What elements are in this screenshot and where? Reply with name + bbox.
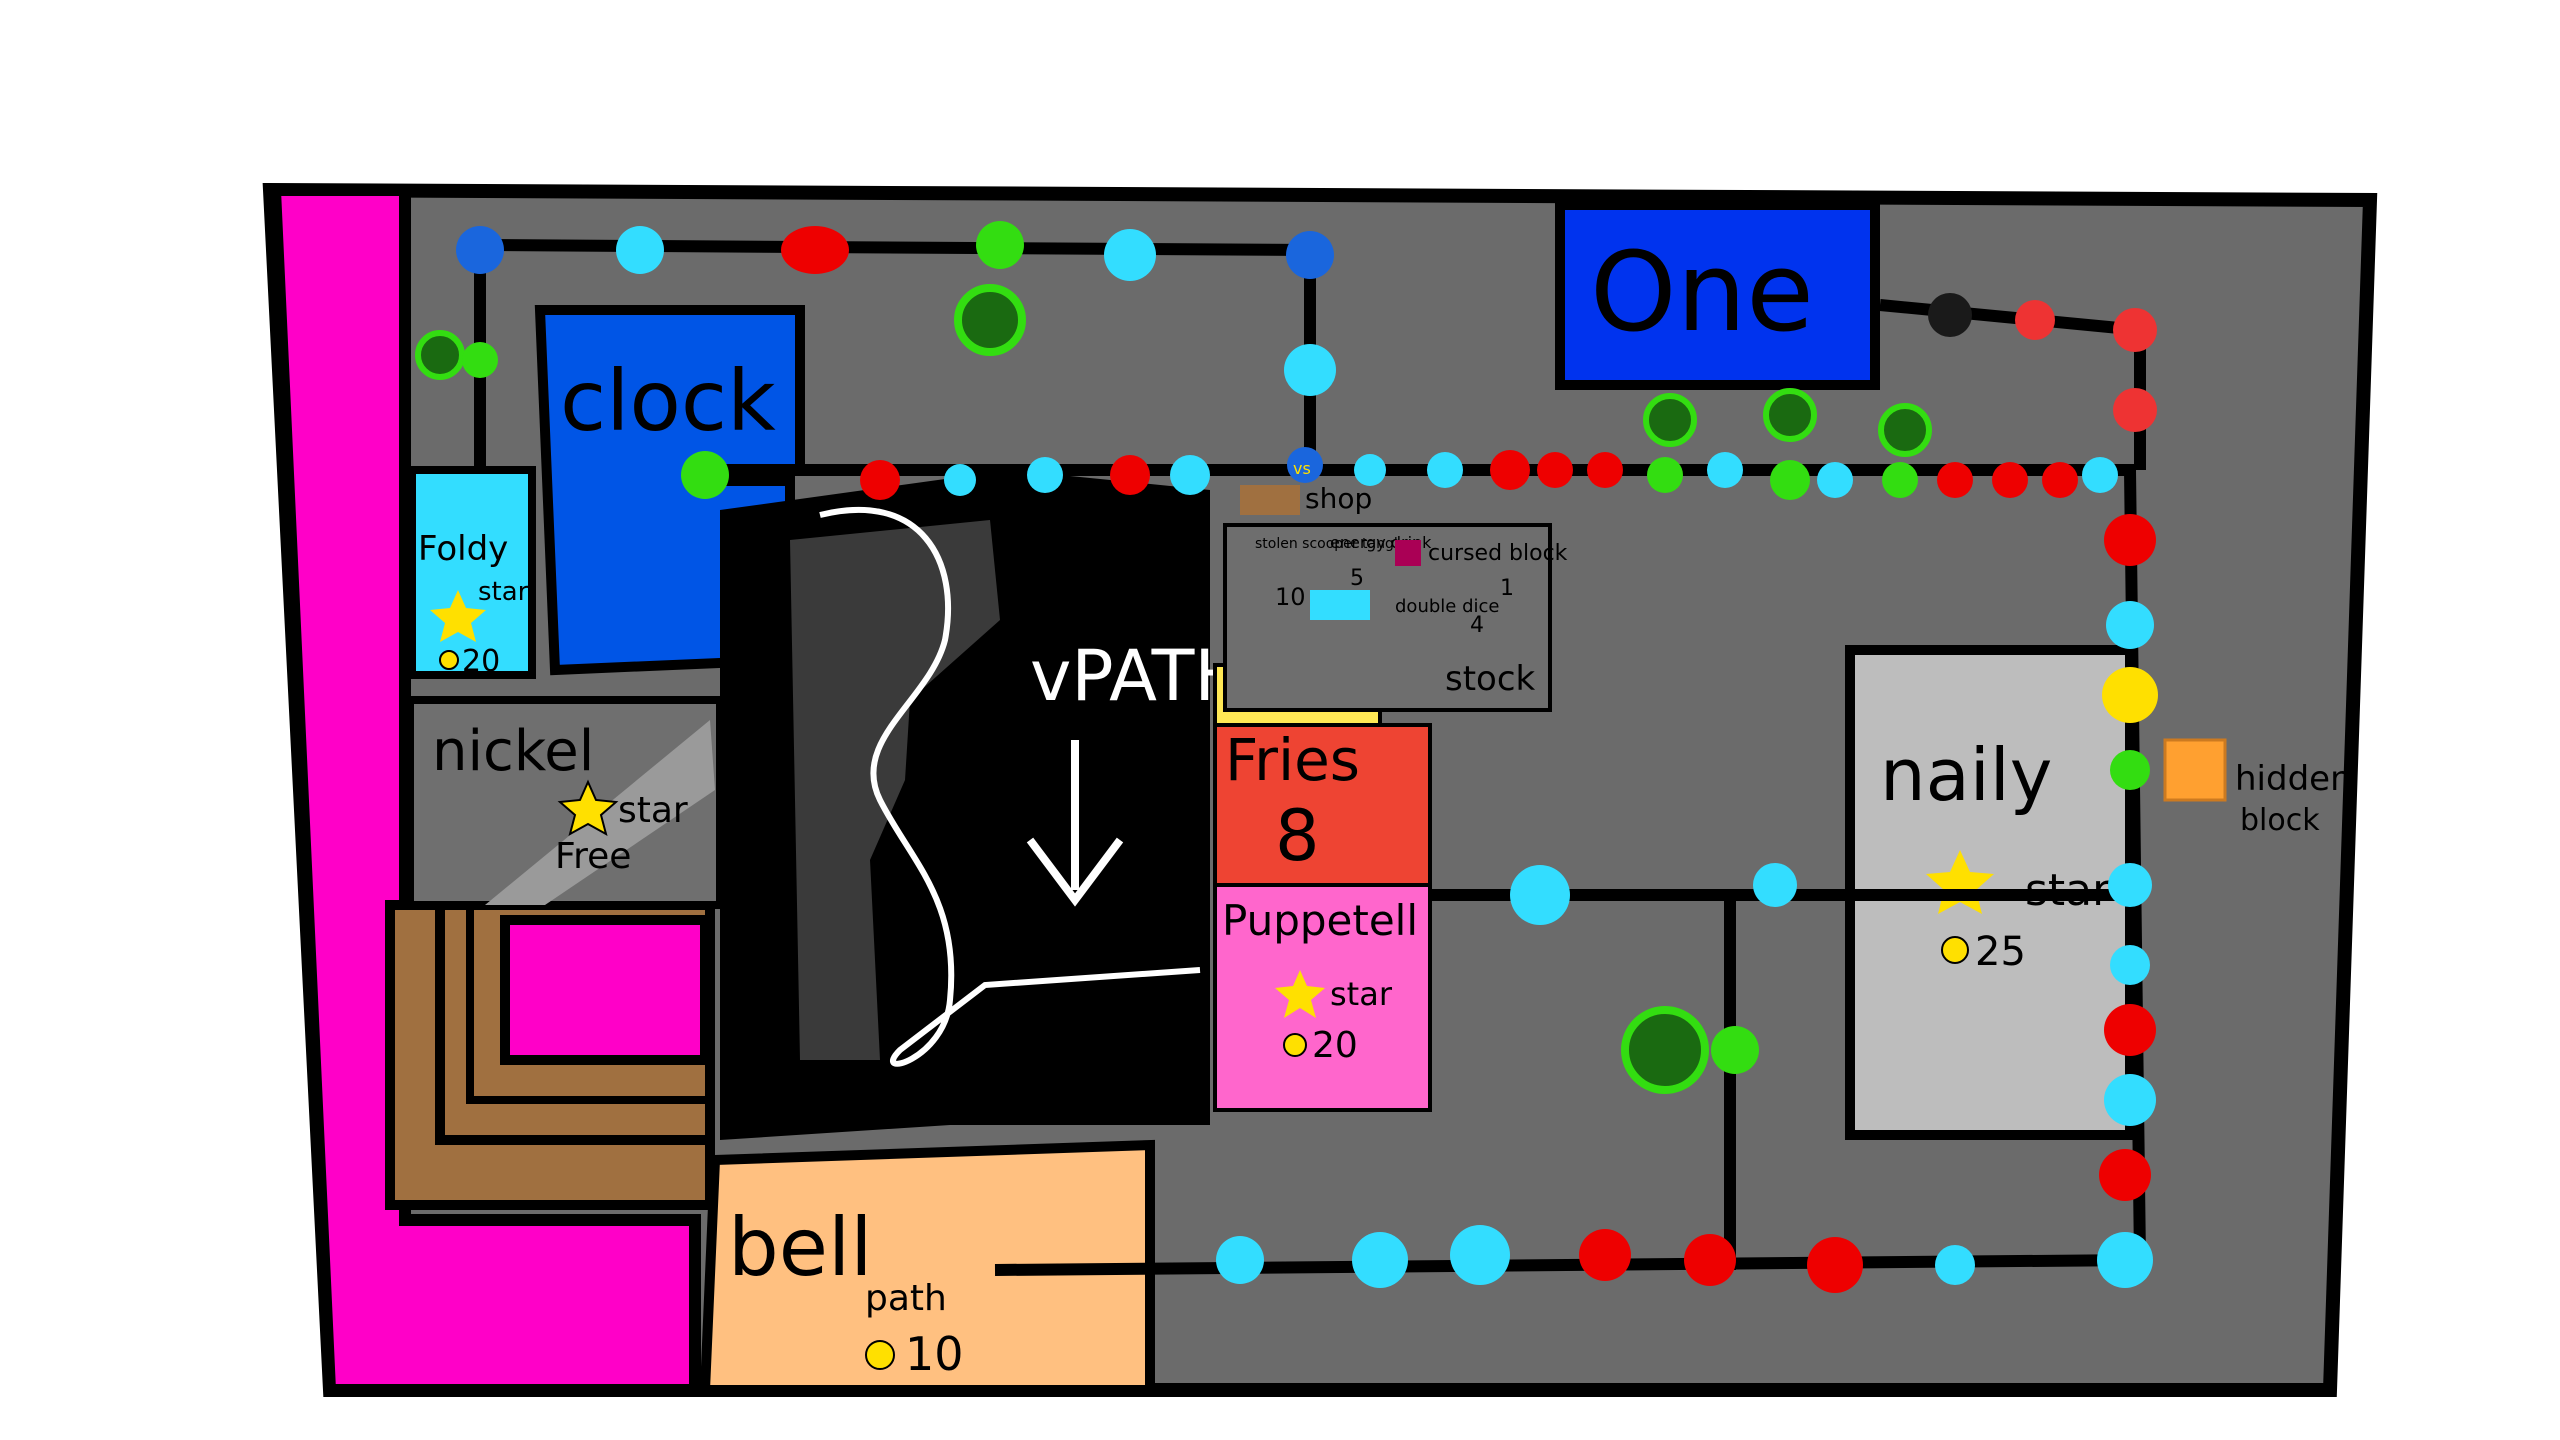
star-icon (1275, 970, 1325, 1018)
shop-item-price: 10 (1275, 583, 1306, 611)
hidden-block-icon (2163, 738, 2227, 802)
nickel-cost: Free (555, 836, 631, 877)
one-label: One (1590, 228, 1814, 356)
naily-label: naily (1880, 733, 2052, 817)
maze-shade (790, 520, 1000, 1060)
clock-label: clock (560, 352, 776, 450)
shop-icon (1240, 485, 1300, 515)
puppetell-zone (1213, 883, 1432, 1112)
vpath-route (819, 506, 1201, 1067)
puppetell-cost: 20 (1312, 1025, 1358, 1066)
foldy-label: Foldy (418, 529, 508, 569)
hidden-label-2: block (2240, 803, 2320, 838)
down-arrow-icon (1026, 740, 1124, 907)
shop-zone (1223, 523, 1552, 712)
foldy-zone (408, 466, 536, 679)
hidden-label-1: hidden (2235, 759, 2352, 799)
coin-icon (865, 1340, 895, 1370)
swap-space-icon (1286, 231, 1334, 279)
shop-item-name: cursed block (1428, 541, 1568, 566)
bell-cost: 10 (905, 1327, 964, 1381)
double-dice-icon (1310, 590, 1370, 620)
foldy-cost: 20 (462, 644, 500, 679)
puppetell-label: Puppetell (1222, 896, 1418, 945)
vs-space-icon (1287, 447, 1323, 483)
nickel-label: nickel (432, 719, 594, 784)
puppetell-star-label: star (1330, 975, 1393, 1013)
naily-cost: 25 (1975, 929, 2026, 975)
shop-item-price: 4 (1470, 613, 1484, 638)
shop-item-price: 1 (1500, 576, 1514, 601)
bell-zone (699, 1139, 1155, 1395)
swap-space-icon (456, 226, 504, 274)
shop-item-name: stolen scooper tangle (1255, 536, 1406, 552)
coin-icon (1283, 1033, 1307, 1057)
cursed-block-icon (1395, 540, 1421, 566)
bell-path-label: path (865, 1278, 947, 1319)
coin-icon (1941, 936, 1969, 964)
one-zone (1555, 200, 1880, 390)
pink-strip (268, 184, 701, 1396)
star-icon (557, 779, 619, 837)
foldy-star-label: star (478, 577, 529, 607)
vs-label: vs (1293, 459, 1311, 478)
nickel-star-label: star (618, 790, 688, 831)
vpath-label: vPATH (1030, 635, 1247, 717)
shop-stock: stock (1445, 659, 1536, 699)
board-spaces (415, 221, 2158, 1293)
fries-label: Fries (1225, 726, 1360, 794)
shop-item-name: double dice (1395, 596, 1499, 617)
shop-item-price: 5 (1350, 566, 1364, 591)
fries-amp: 8 (1275, 795, 1320, 877)
star-icon (430, 590, 486, 642)
pink-square (500, 915, 710, 1065)
shop-title: shop (1305, 482, 1372, 515)
bell-label: bell (728, 1201, 872, 1294)
coin-icon (439, 650, 459, 670)
